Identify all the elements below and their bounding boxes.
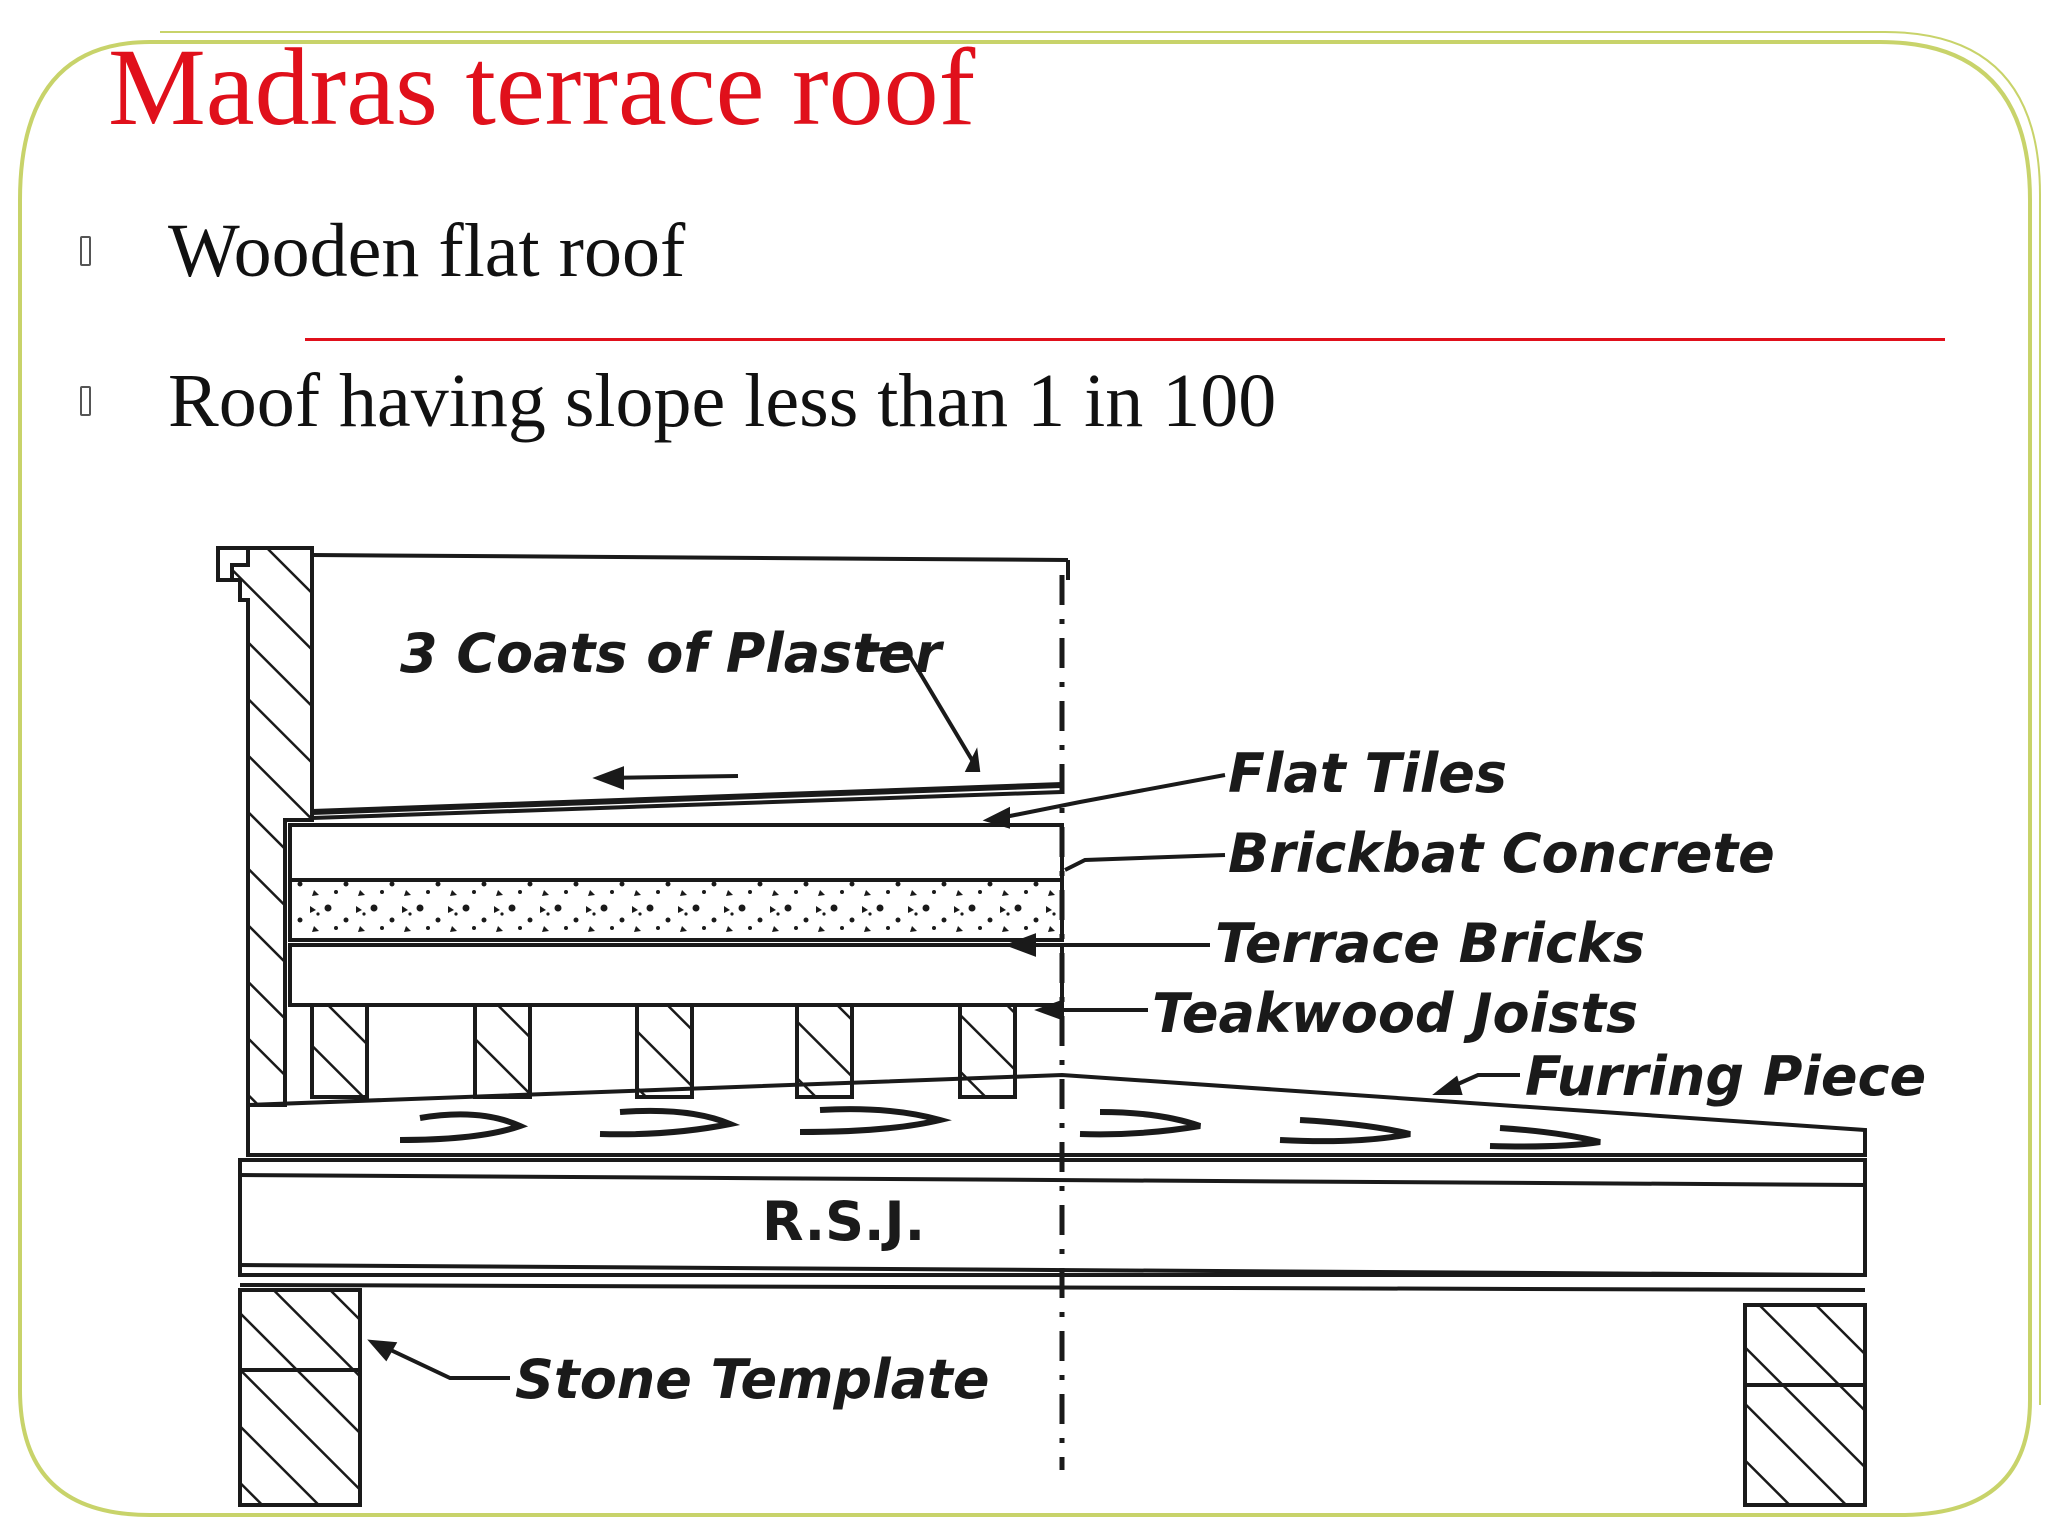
teakwood-joist	[473, 1003, 532, 1099]
stone-template	[1743, 1303, 1867, 1387]
brickbat-concrete-layer	[288, 878, 1064, 942]
bullet-text: Wooden flat roof	[168, 209, 686, 293]
furring-piece	[246, 1072, 1867, 1157]
teakwood-joist	[958, 1003, 1017, 1099]
teakwood-joist	[310, 1003, 369, 1099]
label-plaster: 3 Coats of Plaster	[400, 622, 945, 685]
plaster-line	[311, 782, 1063, 815]
bullet-text: Roof having slope less than 1 in 100	[168, 359, 1277, 443]
bullet-box-icon	[80, 386, 91, 416]
terrace-bricks-layer	[288, 943, 1064, 1007]
support-wall	[238, 1368, 362, 1507]
label-stone-template: Stone Template	[515, 1348, 989, 1411]
bullet-box-icon	[80, 236, 91, 266]
divider-rule	[305, 338, 1945, 341]
rsj-beam	[238, 1158, 1867, 1277]
label-brickbat-concrete: Brickbat Concrete	[1228, 822, 1775, 885]
label-furring-piece: Furring Piece	[1525, 1045, 1926, 1108]
label-teakwood-joists: Teakwood Joists	[1152, 982, 1638, 1045]
support-wall	[1743, 1383, 1867, 1507]
parapet-wall	[216, 546, 314, 1107]
label-terrace-bricks: Terrace Bricks	[1215, 912, 1645, 975]
slide-title: Madras terrace roof	[108, 26, 976, 148]
label-flat-tiles: Flat Tiles	[1228, 742, 1507, 805]
label-rsj: R.S.J.	[762, 1190, 925, 1253]
stone-template	[238, 1288, 362, 1372]
flat-tiles-layer	[288, 823, 1064, 882]
parapet-coping	[216, 546, 250, 582]
teakwood-joist	[635, 1003, 694, 1099]
